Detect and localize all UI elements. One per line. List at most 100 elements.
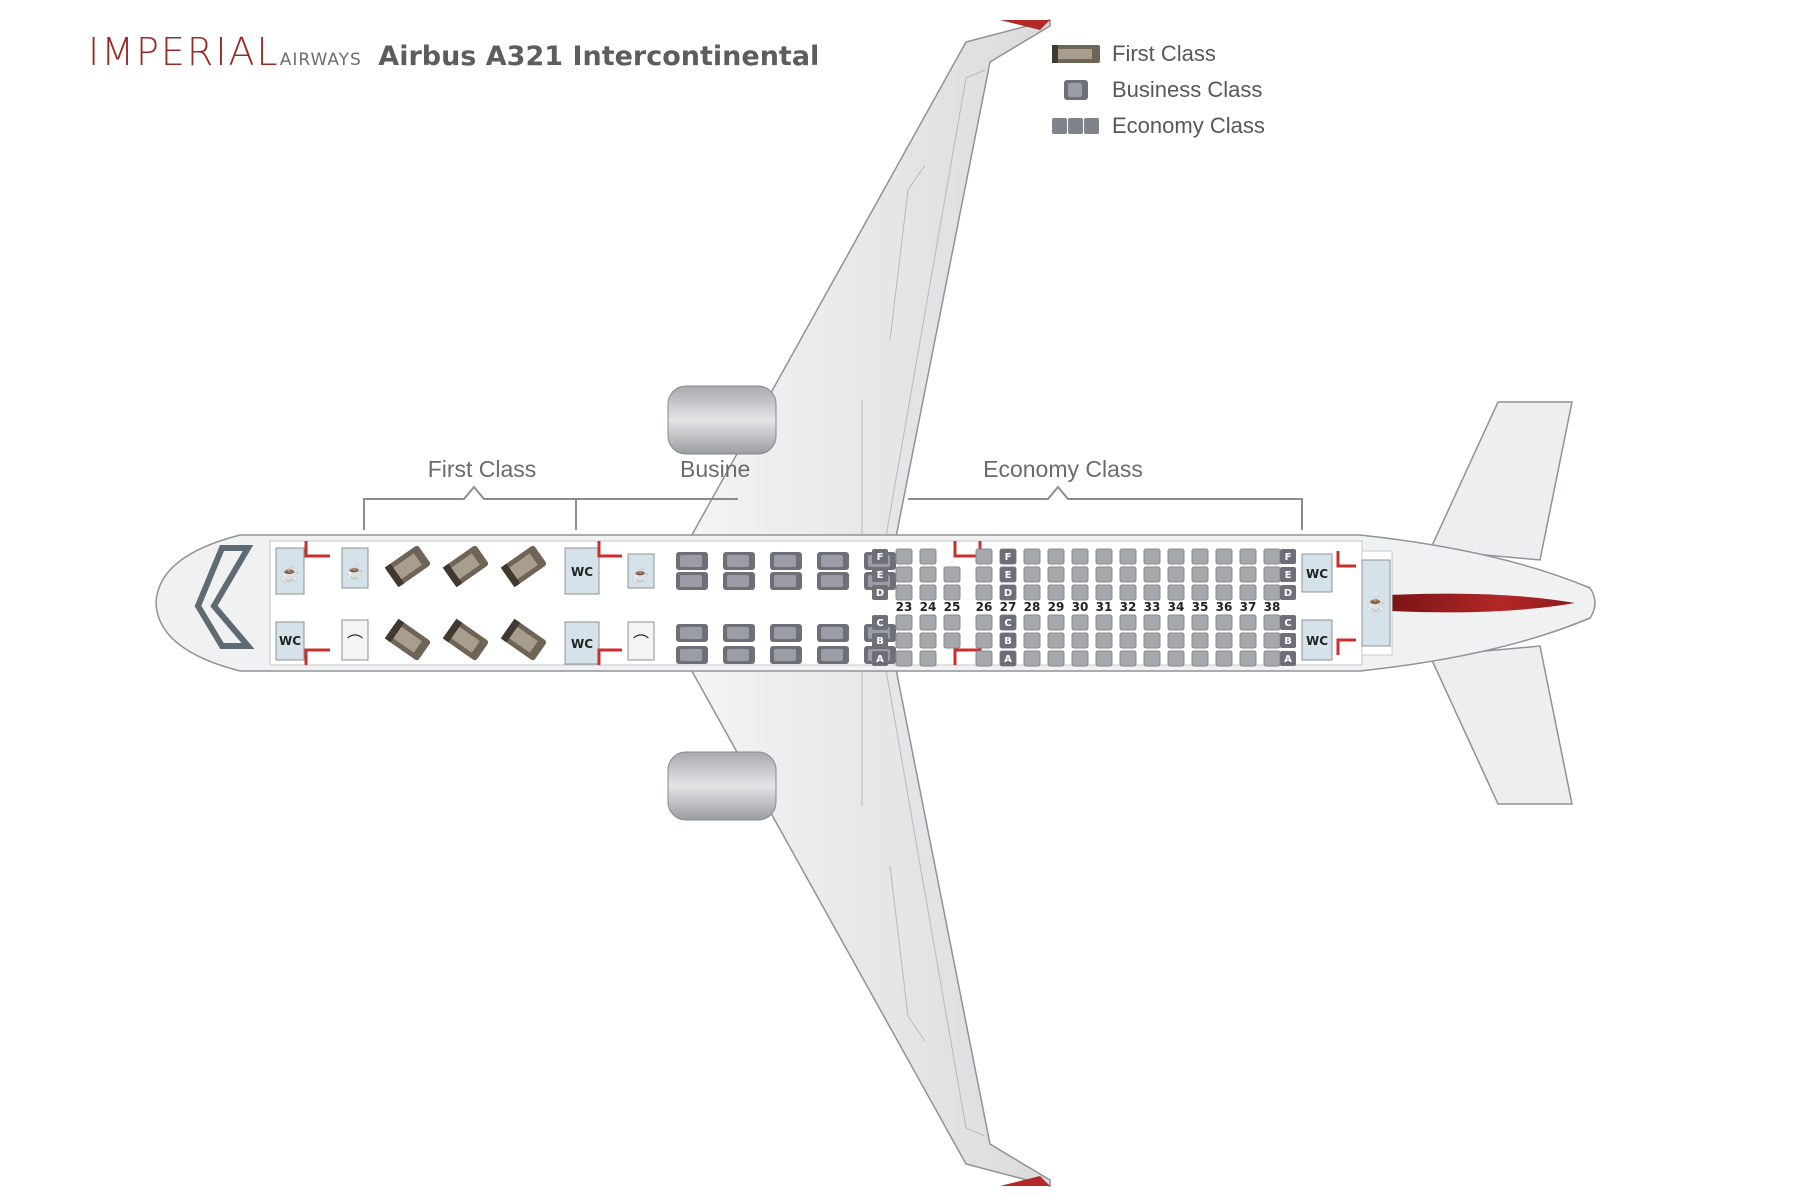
economy-class-seat (1119, 566, 1137, 583)
economy-class-seat (895, 650, 913, 667)
row-number: 36 (1216, 600, 1233, 614)
economy-class-seat (1071, 566, 1089, 583)
economy-class-seat (1143, 584, 1161, 601)
economy-class-seat (1167, 584, 1185, 601)
economy-class-seat (1071, 650, 1089, 667)
exit-markers (304, 541, 1356, 665)
economy-class-seat (1047, 548, 1065, 565)
economy-class-seat (1071, 548, 1089, 565)
economy-class-seat (975, 614, 993, 631)
economy-class-seat (1143, 548, 1161, 565)
economy-class-seat (1191, 650, 1209, 667)
economy-class-seat (1119, 614, 1137, 631)
seat-letter: A (876, 654, 884, 665)
economy-class-seat (1239, 566, 1257, 583)
business-class-seat (676, 646, 708, 664)
economy-class-seat (1215, 614, 1233, 631)
economy-class-seat (1239, 614, 1257, 631)
cockpit-windows (194, 545, 255, 649)
economy-class-seat (1191, 632, 1209, 649)
hanger-icon: ⌒ (347, 634, 363, 652)
economy-class-seat (1167, 632, 1185, 649)
seat-letter: A (1284, 654, 1292, 665)
row-number: 31 (1096, 600, 1113, 614)
economy-class-seat (1215, 650, 1233, 667)
economy-class-seat (1143, 566, 1161, 583)
row-number: 29 (1048, 600, 1065, 614)
economy-class-seat (1119, 632, 1137, 649)
business-class-seat (676, 552, 708, 570)
economy-class-seat (919, 614, 937, 631)
lavatory-mid-right (564, 621, 600, 665)
wc-label: WC (571, 637, 593, 651)
economy-class-seat (1263, 566, 1281, 583)
seat-letter: C (876, 618, 883, 629)
seat-letter-tile (1280, 615, 1296, 630)
row-number: 35 (1192, 600, 1209, 614)
economy-class-seat (919, 632, 937, 649)
seat-letter-tile (1280, 585, 1296, 600)
lavatory-mid-left (564, 547, 600, 595)
seat-letter: A (1004, 654, 1012, 665)
hanger-icon: ⌒ (633, 634, 649, 652)
economy-class-seat (1191, 614, 1209, 631)
economy-class-seat (975, 650, 993, 667)
first-class-seat (442, 545, 489, 588)
economy-class-seat (1143, 650, 1161, 667)
seat-letter-tile (1280, 633, 1296, 648)
economy-class-seat (1239, 584, 1257, 601)
economy-class-seat (1191, 548, 1209, 565)
economy-class-seat (1047, 614, 1065, 631)
economy-class-seat (1071, 584, 1089, 601)
header: IMPERIALAIRWAYS Airbus A321 Intercontine… (88, 30, 819, 74)
economy-class-seat (1023, 650, 1041, 667)
economy-class-seat (1023, 614, 1041, 631)
section-brackets (363, 485, 1303, 530)
economy-class-seat (1095, 632, 1113, 649)
business-class-seat (817, 572, 849, 590)
row-number: 33 (1144, 600, 1161, 614)
row-number: 30 (1072, 600, 1089, 614)
business-class-seat (723, 552, 755, 570)
economy-class-seat (943, 632, 961, 649)
business-class-seat (817, 646, 849, 664)
economy-class-seat (895, 632, 913, 649)
coffee-icon: ☕ (1366, 594, 1386, 613)
engine-lower (667, 751, 777, 821)
economy-class-seat (895, 566, 913, 583)
brand-sub: AIRWAYS (279, 50, 362, 70)
economy-class-seat (1215, 566, 1233, 583)
economy-class-seat (1191, 566, 1209, 583)
row-number: 27 (1000, 600, 1017, 614)
economy-class-seat (919, 584, 937, 601)
seat-letter-tile (872, 651, 888, 666)
lavatory-aft-left (1301, 553, 1333, 593)
economy-class-seat (1263, 548, 1281, 565)
row-number: 37 (1240, 600, 1257, 614)
tail-lower (1428, 645, 1573, 805)
economy-class-seat (1095, 650, 1113, 667)
economy-class-seat (1263, 650, 1281, 667)
section-label-business: Busine (680, 456, 750, 482)
seat-letter: E (877, 570, 884, 581)
galley-aft (1361, 559, 1391, 647)
first-class-seat (442, 618, 489, 661)
economy-class-seat (943, 566, 961, 583)
row-number: 26 (976, 600, 993, 614)
row-number: 38 (1264, 600, 1281, 614)
row-number: 25 (944, 600, 961, 614)
economy-class-seat (1167, 548, 1185, 565)
first-class-seat (384, 545, 431, 588)
seat-letter-tile (1000, 567, 1016, 582)
business-class-seat-icon (1064, 80, 1088, 100)
coffee-icon: ☕ (346, 562, 365, 581)
economy-class-seat (895, 614, 913, 631)
wc-label: WC (571, 565, 593, 579)
seat-letter: B (876, 636, 884, 647)
first-class-seat (384, 618, 431, 661)
economy-class-seat (975, 548, 993, 565)
coffee-icon: ☕ (280, 564, 300, 583)
seat-letter-tile (1280, 567, 1296, 582)
legend-label: Business Class (1112, 77, 1263, 102)
economy-class-seat (943, 614, 961, 631)
